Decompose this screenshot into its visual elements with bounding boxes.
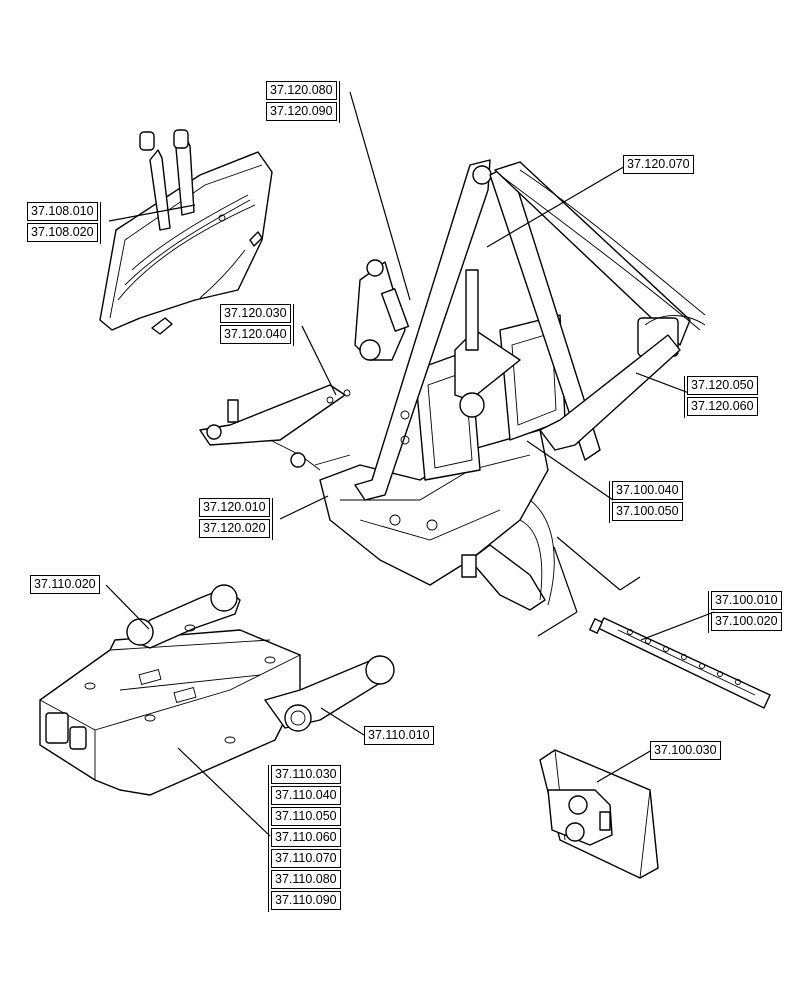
lift-housing bbox=[39, 584, 395, 796]
callout-37-120-080: 37.120.080 37.120.090 bbox=[266, 81, 340, 123]
part-number-label[interactable]: 37.110.020 bbox=[30, 575, 100, 594]
part-number-label[interactable]: 37.110.030 bbox=[271, 765, 341, 784]
callout-37-100-010: 37.100.010 37.100.020 bbox=[708, 591, 782, 633]
leader-lines bbox=[105, 91, 715, 837]
drawbar bbox=[589, 617, 771, 709]
callout-37-120-030: 37.120.030 37.120.040 bbox=[220, 304, 294, 346]
part-number-label[interactable]: 37.120.080 bbox=[266, 81, 337, 100]
part-number-label[interactable]: 37.100.030 bbox=[650, 741, 721, 760]
part-number-label[interactable]: 37.100.020 bbox=[711, 612, 782, 631]
control-lever-console bbox=[99, 129, 273, 335]
callout-37-110-030: 37.110.030 37.110.040 37.110.050 37.110.… bbox=[268, 765, 341, 912]
part-number-label[interactable]: 37.110.070 bbox=[271, 849, 341, 868]
part-number-label[interactable]: 37.100.040 bbox=[612, 481, 683, 500]
clevis-bracket bbox=[539, 749, 659, 879]
part-number-label[interactable]: 37.120.050 bbox=[687, 376, 758, 395]
part-number-label[interactable]: 37.108.010 bbox=[27, 202, 98, 221]
three-point-hitch-assembly bbox=[199, 159, 706, 611]
callout-37-120-010: 37.120.010 37.120.020 bbox=[199, 498, 273, 540]
part-number-label[interactable]: 37.110.090 bbox=[271, 891, 341, 910]
part-number-label[interactable]: 37.108.020 bbox=[27, 223, 98, 242]
part-number-label[interactable]: 37.100.050 bbox=[612, 502, 683, 521]
callout-37-100-030: 37.100.030 bbox=[650, 741, 721, 762]
part-number-label[interactable]: 37.110.010 bbox=[364, 726, 434, 745]
part-number-label[interactable]: 37.120.040 bbox=[220, 325, 291, 344]
part-number-label[interactable]: 37.120.090 bbox=[266, 102, 337, 121]
part-number-label[interactable]: 37.120.020 bbox=[199, 519, 270, 538]
part-number-label[interactable]: 37.120.060 bbox=[687, 397, 758, 416]
callout-37-100-040: 37.100.040 37.100.050 bbox=[609, 481, 683, 523]
part-number-label[interactable]: 37.110.050 bbox=[271, 807, 341, 826]
callout-37-110-010: 37.110.010 bbox=[364, 726, 434, 747]
part-number-label[interactable]: 37.120.030 bbox=[220, 304, 291, 323]
callout-37-120-050: 37.120.050 37.120.060 bbox=[684, 376, 758, 418]
part-number-label[interactable]: 37.120.070 bbox=[623, 155, 694, 174]
callout-37-110-020: 37.110.020 bbox=[30, 575, 100, 596]
part-number-label[interactable]: 37.100.010 bbox=[711, 591, 782, 610]
part-number-label[interactable]: 37.110.060 bbox=[271, 828, 341, 847]
part-number-label[interactable]: 37.110.040 bbox=[271, 786, 341, 805]
part-number-label[interactable]: 37.120.010 bbox=[199, 498, 270, 517]
part-number-label[interactable]: 37.110.080 bbox=[271, 870, 341, 889]
callout-37-120-070: 37.120.070 bbox=[623, 155, 694, 176]
callout-37-108-010: 37.108.010 37.108.020 bbox=[27, 202, 101, 244]
